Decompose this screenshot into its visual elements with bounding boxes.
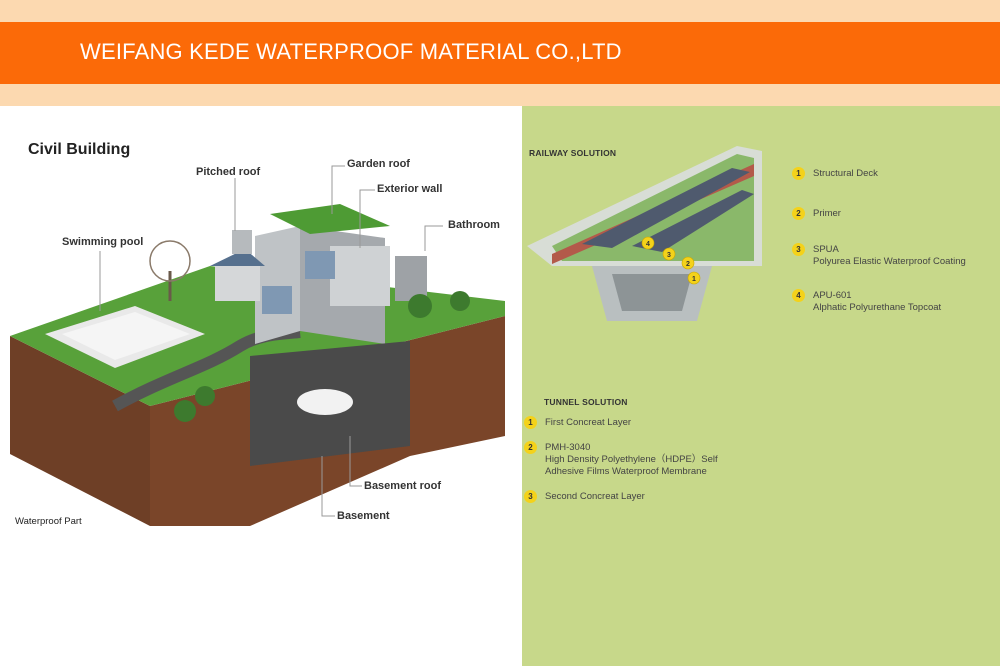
box-girder-hollow (612, 274, 692, 311)
civil-building-illustration (10, 165, 505, 526)
leader-exterior-wall (359, 189, 375, 248)
tree-crown (149, 240, 191, 282)
top-decor-band (0, 0, 1000, 22)
company-header: WEIFANG KEDE WATERPROOF MATERIAL CO.,LTD (0, 22, 1000, 84)
tunnel-solution-title: TUNNEL SOLUTION (544, 397, 628, 407)
exterior-wall-block (330, 246, 390, 306)
shrub (408, 294, 432, 318)
label-bathroom: Bathroom (448, 219, 500, 231)
railway-deck-illustration: 4 3 2 1 (527, 146, 762, 321)
legend-text: Second Concreat Layer (545, 491, 645, 502)
leader-basement (321, 456, 335, 517)
pool-water (62, 312, 190, 360)
ground-front-soil (10, 336, 150, 526)
railway-solution-title: RAILWAY SOLUTION (529, 148, 617, 158)
label-basement-roof: Basement roof (364, 480, 442, 492)
pitched-roof-wing (215, 266, 260, 301)
legend-badge: 3 (524, 490, 537, 503)
deck-marker-1 (687, 271, 701, 285)
legend-text: SPUA (813, 244, 839, 255)
pitched-roof (210, 249, 265, 266)
legend-badge: 1 (792, 167, 805, 180)
track-bed-2 (632, 190, 754, 252)
deck-marker-3-label: 3 (667, 252, 671, 259)
legend-text: First Concreat Layer (545, 417, 632, 428)
legend-badge: 1 (524, 416, 537, 429)
deck-marker-1-label: 1 (692, 276, 696, 283)
shrub (195, 386, 215, 406)
deck-marker-4-label: 4 (646, 241, 650, 248)
house-left-wall (255, 226, 300, 344)
legend-text: Structural Deck (813, 168, 878, 179)
solutions-panel: RAILWAY SOLUTION 4 3 2 1 1 Structural De… (522, 106, 1000, 666)
leader-bathroom (424, 225, 443, 251)
waterproof-part-caption: Waterproof Part (15, 516, 82, 527)
shrub (174, 400, 196, 422)
legend-badge: 2 (524, 441, 537, 454)
legend-text: Primer (813, 208, 841, 219)
bottom-decor-band (0, 84, 1000, 106)
label-exterior-wall: Exterior wall (377, 183, 443, 195)
legend-text: PMH-3040 (545, 442, 591, 453)
label-garden-roof: Garden roof (347, 158, 410, 170)
deck-marker-2-label: 2 (686, 261, 690, 268)
legend-badge: 3 (792, 243, 805, 256)
company-name: WEIFANG KEDE WATERPROOF MATERIAL CO.,LTD (80, 39, 622, 64)
bathroom-tower (395, 256, 427, 301)
legend-subtext: High Density Polyethylene（HDPE）Self (545, 454, 718, 465)
civil-building-panel: Civil Building (0, 106, 522, 666)
deck-marker-4 (641, 236, 655, 250)
track-bed (582, 168, 750, 248)
legend-text: APU-601 (813, 290, 852, 301)
legend-badge: 4 (792, 289, 805, 302)
civil-building-title: Civil Building (28, 141, 131, 158)
shrub (450, 291, 470, 311)
leader-basement-roof (349, 436, 362, 487)
house-window-2 (262, 286, 292, 314)
label-basement: Basement (337, 510, 390, 522)
legend-subtext: Adhesive Films Waterproof Membrane (545, 466, 707, 477)
car (297, 389, 353, 415)
leader-garden-roof (331, 165, 345, 214)
label-swimming-pool: Swimming pool (62, 236, 144, 248)
legend-subtext: Polyurea Elastic Waterproof Coating (813, 256, 966, 267)
deck-marker-3 (662, 247, 676, 261)
house-window (305, 251, 335, 279)
legend-badge: 2 (792, 207, 805, 220)
label-pitched-roof: Pitched roof (196, 166, 261, 178)
chimney (232, 230, 252, 254)
deck-marker-2 (681, 256, 695, 270)
legend-subtext: Alphatic Polyurethane Topcoat (813, 302, 942, 313)
